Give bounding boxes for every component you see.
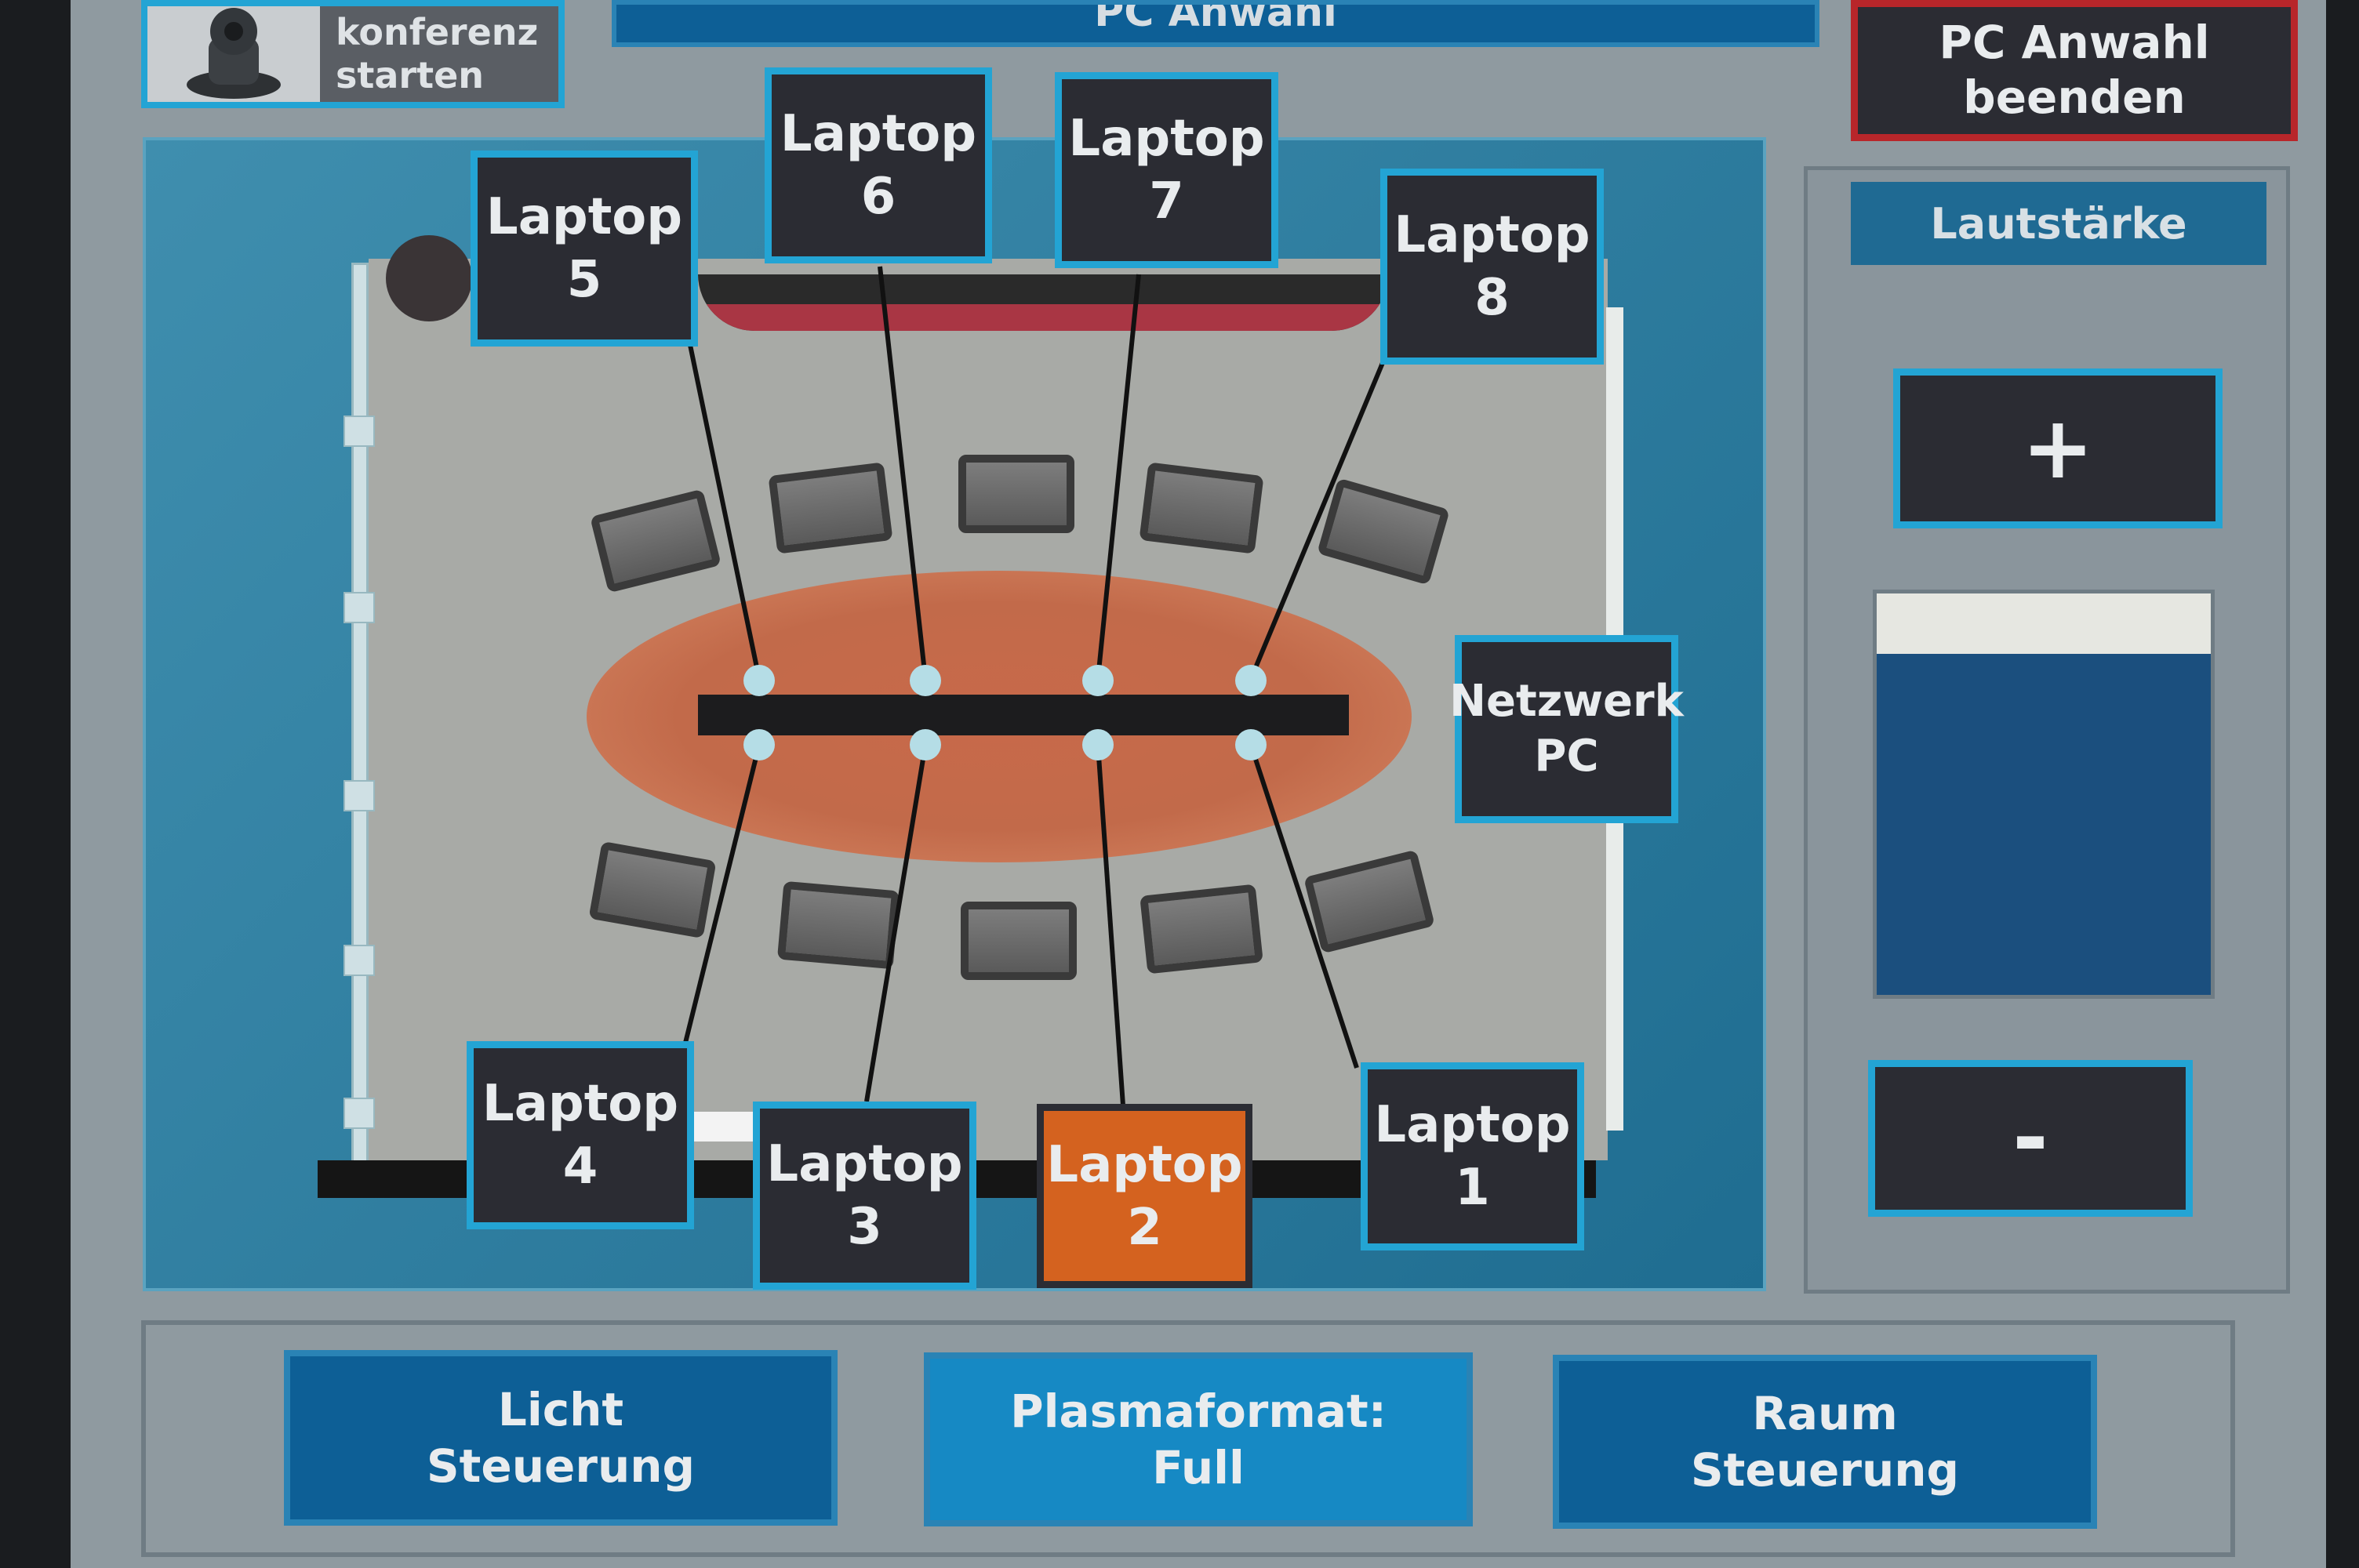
connection-port (1082, 665, 1114, 696)
wall-node (343, 1098, 375, 1129)
volume-up-button[interactable]: + (1893, 368, 2223, 528)
projection-screen (698, 274, 1388, 331)
wall-node (343, 592, 375, 623)
connection-port (1235, 665, 1267, 696)
chair-icon (961, 902, 1077, 980)
volume-down-button[interactable]: - (1868, 1060, 2193, 1217)
connection-port (1082, 729, 1114, 760)
page-title: PC Anwahl (612, 0, 1819, 47)
conference-label-text: konferenz starten (336, 10, 539, 96)
wall-node (343, 416, 375, 447)
connection-port (1235, 729, 1267, 760)
start-conference-label: konferenz starten (336, 6, 563, 102)
camera-dome-icon (386, 235, 472, 321)
plasma-format-button[interactable]: Plasmaformat:Full (924, 1352, 1473, 1526)
connection-port (910, 665, 941, 696)
volume-level-bar[interactable] (1873, 590, 2215, 999)
connection-port (743, 665, 775, 696)
camera-icon (147, 6, 320, 102)
volume-title: Lautstärke (1851, 182, 2266, 265)
wall-node (343, 945, 375, 976)
volume-level-fill (1877, 593, 2211, 654)
chair-icon (958, 455, 1074, 533)
connection-port (910, 729, 941, 760)
connection-port (743, 729, 775, 760)
start-conference-button[interactable]: konferenz starten (141, 0, 565, 108)
wall-node (343, 780, 375, 811)
table-connection-strip (698, 695, 1349, 735)
end-pc-selection-button[interactable]: PC Anwahl beenden (1851, 0, 2298, 141)
